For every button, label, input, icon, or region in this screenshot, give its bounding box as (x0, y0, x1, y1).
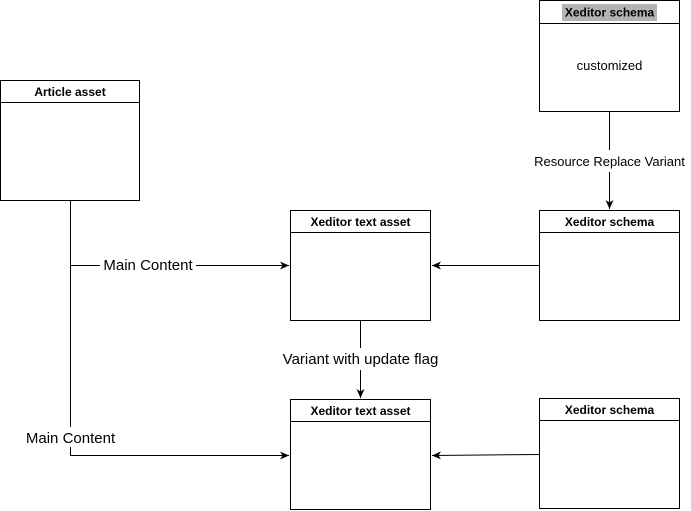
node-schema-customized-title: Xeditor schema (565, 6, 655, 20)
label-variant-update-text: Variant with update flag (283, 351, 439, 368)
label-main-content-1: Main Content (100, 255, 196, 275)
node-article-asset[interactable]: Article asset (0, 80, 140, 201)
node-schema-1-title: Xeditor schema (565, 215, 655, 229)
label-main-content-1-text: Main Content (103, 257, 193, 274)
node-text-asset-1[interactable]: Xeditor text asset (290, 210, 431, 321)
label-resource-replace-text: Resource Replace Variant (534, 154, 685, 169)
node-text-asset-2[interactable]: Xeditor text asset (290, 399, 431, 510)
node-schema-1[interactable]: Xeditor schema (539, 210, 680, 321)
node-article-asset-title: Article asset (34, 85, 105, 99)
node-text-asset-1-title: Xeditor text asset (310, 215, 410, 229)
label-resource-replace: Resource Replace Variant (527, 150, 691, 172)
edge-schema2-to-text-asset2 (431, 451, 540, 460)
node-schema-customized[interactable]: Xeditor schema customized (539, 0, 680, 112)
node-schema-2-title: Xeditor schema (565, 403, 655, 417)
label-main-content-2-text: Main Content (26, 430, 116, 447)
schema-customized-title-highlight (562, 4, 657, 21)
label-main-content-2: Main Content (22, 427, 120, 447)
label-variant-update: Variant with update flag (277, 348, 445, 370)
node-text-asset-2-title: Xeditor text asset (310, 404, 410, 418)
node-schema-customized-body: customized (577, 58, 643, 73)
node-schema-2[interactable]: Xeditor schema (539, 398, 680, 509)
edge-main-content-2 (70, 265, 289, 460)
